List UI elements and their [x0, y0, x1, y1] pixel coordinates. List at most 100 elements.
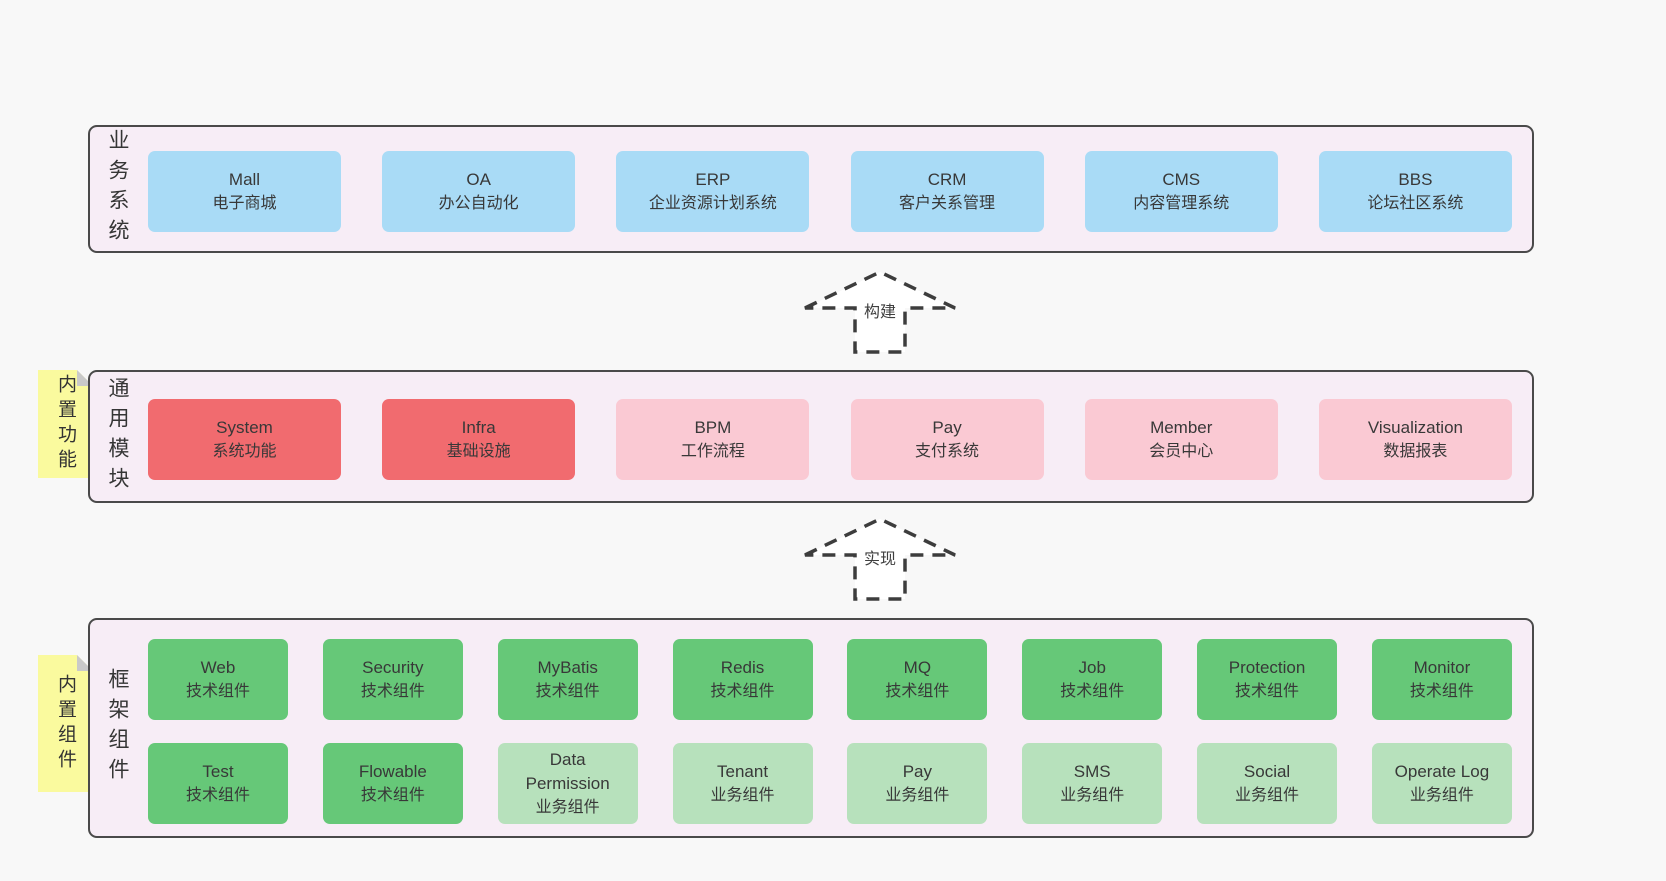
- box-subtitle: 技术组件: [535, 682, 600, 700]
- build-arrow-label: 构建: [859, 297, 901, 323]
- framework-box-row-2: Test 技术组件 Flowable 技术组件 Data Permission …: [148, 743, 1512, 824]
- box-subtitle: 技术组件: [360, 682, 425, 700]
- box-subtitle: 技术组件: [185, 786, 250, 804]
- box-title: Flowable: [358, 761, 427, 781]
- module-box: ERP 企业资源计划系统: [616, 151, 810, 232]
- box-title: MQ: [903, 657, 932, 677]
- sticky-note-text: 内置组件: [55, 673, 76, 774]
- module-box: Web 技术组件: [148, 639, 288, 720]
- box-title: Mall: [228, 169, 261, 189]
- module-box: CRM 客户关系管理: [850, 151, 1044, 232]
- box-subtitle: 工作流程: [680, 442, 745, 460]
- module-box: Tenant 业务组件: [672, 743, 813, 824]
- panel-label-business: 业务系统: [106, 129, 129, 249]
- box-subtitle: 技术组件: [1060, 682, 1125, 700]
- module-box: Monitor 技术组件: [1371, 639, 1512, 720]
- module-box: MyBatis 技术组件: [497, 639, 638, 720]
- box-title: CMS: [1162, 169, 1201, 189]
- box-title: Data Permission: [525, 749, 610, 793]
- build-arrow: 构建: [800, 266, 960, 356]
- box-title: Security: [362, 657, 424, 677]
- box-title: Infra: [461, 417, 496, 437]
- module-box: System 系统功能: [148, 399, 341, 480]
- module-box: Protection 技术组件: [1197, 639, 1338, 720]
- box-subtitle: 业务组件: [1235, 786, 1300, 804]
- box-title: Job: [1078, 657, 1106, 677]
- box-subtitle: 内容管理系统: [1133, 194, 1230, 212]
- box-title: Test: [202, 761, 234, 781]
- implement-arrow: 实现: [800, 513, 960, 603]
- module-box: OA 办公自动化: [382, 151, 576, 232]
- box-title: Social: [1243, 761, 1291, 781]
- box-subtitle: 业务组件: [710, 786, 775, 804]
- module-box: CMS 内容管理系统: [1084, 151, 1278, 232]
- box-subtitle: 客户关系管理: [899, 194, 996, 212]
- module-box: Member 会员中心: [1084, 399, 1278, 480]
- box-title: Pay: [932, 417, 962, 437]
- sticky-note-built-in-features: 内置功能: [38, 370, 93, 478]
- box-subtitle: 技术组件: [1235, 682, 1300, 700]
- business-systems-panel: 业务系统 Mall 电子商城 OA 办公自动化 ERP 企业资源计划系统: [88, 125, 1534, 253]
- box-title: ERP: [695, 169, 731, 189]
- module-box: Job 技术组件: [1022, 639, 1163, 720]
- box-subtitle: 业务组件: [885, 786, 950, 804]
- common-modules-panel: 通用模块 System 系统功能 Infra 基础设施 BPM 工作流程: [88, 370, 1534, 503]
- module-box: Infra 基础设施: [382, 399, 576, 480]
- box-title: Tenant: [717, 761, 769, 781]
- box-title: BBS: [1398, 169, 1433, 189]
- box-title: Member: [1150, 417, 1213, 437]
- box-title: MyBatis: [537, 657, 598, 677]
- box-subtitle: 技术组件: [710, 682, 775, 700]
- box-title: CRM: [927, 169, 967, 189]
- box-title: Operate Log: [1394, 761, 1490, 781]
- module-box: MQ 技术组件: [847, 639, 988, 720]
- module-box: Social 业务组件: [1197, 743, 1338, 824]
- box-subtitle: 支付系统: [915, 442, 980, 460]
- implement-arrow-label: 实现: [859, 544, 901, 570]
- module-box: Data Permission 业务组件: [497, 743, 638, 824]
- module-box: BBS 论坛社区系统: [1318, 151, 1512, 232]
- box-subtitle: 技术组件: [360, 786, 425, 804]
- box-subtitle: 论坛社区系统: [1367, 194, 1464, 212]
- box-subtitle: 技术组件: [885, 682, 950, 700]
- box-title: Pay: [902, 761, 933, 781]
- module-box: BPM 工作流程: [616, 399, 810, 480]
- module-box: Visualization 数据报表: [1318, 399, 1512, 480]
- business-box-row: Mall 电子商城 OA 办公自动化 ERP 企业资源计划系统 CRM 客户关系…: [148, 151, 1512, 232]
- module-box: Flowable 技术组件: [322, 743, 463, 824]
- box-title: OA: [466, 169, 491, 189]
- box-subtitle: 业务组件: [1409, 786, 1474, 804]
- box-title: Redis: [720, 657, 765, 677]
- module-box: Operate Log 业务组件: [1371, 743, 1512, 824]
- module-box: Mall 电子商城: [148, 151, 341, 232]
- modules-box-row: System 系统功能 Infra 基础设施 BPM 工作流程 Pay 支付系统: [148, 399, 1512, 480]
- box-subtitle: 办公自动化: [438, 194, 519, 212]
- box-subtitle: 数据报表: [1383, 442, 1448, 460]
- module-box: Security 技术组件: [322, 639, 463, 720]
- box-title: Web: [200, 657, 236, 677]
- module-box: SMS 业务组件: [1022, 743, 1163, 824]
- box-title: BPM: [694, 417, 732, 437]
- framework-components-panel: 框架组件 Web 技术组件 Security 技术组件 MyBatis 技术组件: [88, 618, 1534, 838]
- module-box: Pay 业务组件: [847, 743, 988, 824]
- box-subtitle: 电子商城: [212, 194, 277, 212]
- box-subtitle: 业务组件: [1060, 786, 1125, 804]
- box-subtitle: 系统功能: [212, 442, 277, 460]
- box-subtitle: 技术组件: [1409, 682, 1474, 700]
- sticky-note-built-in-components: 内置组件: [38, 655, 93, 792]
- module-box: Test 技术组件: [148, 743, 288, 824]
- box-subtitle: 技术组件: [185, 682, 250, 700]
- sticky-note-text: 内置功能: [55, 374, 76, 474]
- module-box: Redis 技术组件: [672, 639, 813, 720]
- box-title: System: [216, 417, 273, 437]
- module-box: Pay 支付系统: [850, 399, 1044, 480]
- box-title: Protection: [1228, 657, 1306, 677]
- box-subtitle: 企业资源计划系统: [648, 194, 777, 212]
- panel-label-framework: 框架组件: [106, 668, 129, 788]
- framework-box-row-1: Web 技术组件 Security 技术组件 MyBatis 技术组件 Redi…: [148, 639, 1512, 720]
- box-subtitle: 会员中心: [1149, 442, 1214, 460]
- panel-label-modules: 通用模块: [106, 376, 129, 497]
- box-subtitle: 基础设施: [446, 442, 511, 460]
- box-title: Visualization: [1367, 417, 1463, 437]
